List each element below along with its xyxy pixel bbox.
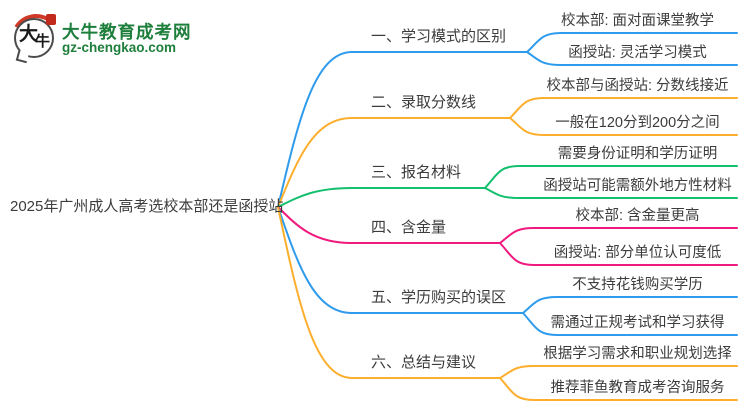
branch-5-fork-down (522, 312, 738, 336)
leaf-node-3-1: 需要身份证明和学历证明 (557, 146, 718, 162)
branch-2-trunk (277, 117, 511, 208)
logo-character-niu: 牛 (35, 33, 51, 50)
logo-icon: 大 牛 (5, 8, 67, 70)
leaf-node-5-1: 不支持花钱购买学历 (572, 277, 703, 293)
branch-node-6: 六、总结与建议 (371, 354, 477, 371)
leaf-node-1-2: 函授站: 灵活学习模式 (568, 45, 707, 61)
branch-2-fork-up (509, 97, 738, 119)
branch-node-5: 五、学历购买的误区 (371, 289, 507, 306)
branch-6-fork-down (499, 377, 738, 401)
branch-6-fork-up (499, 365, 738, 379)
logo-url: gz-chengkao.com (62, 40, 177, 55)
branch-5-trunk (277, 206, 524, 314)
branch-1-trunk (277, 51, 528, 208)
branch-3-trunk (277, 187, 486, 208)
leaf-node-1-1: 校本部: 面对面课堂教学 (560, 13, 715, 29)
leaf-node-3-2: 函授站可能需额外地方性材料 (543, 178, 732, 194)
branch-3-fork-up (484, 165, 738, 189)
branch-node-1: 一、学习模式的区别 (371, 28, 507, 45)
site-logo: 大 牛 大牛教育成考网 gz-chengkao.com (0, 0, 230, 70)
leaf-node-6-2: 推荐菲鱼教育成考咨询服务 (550, 380, 725, 396)
branch-6-trunk (277, 206, 501, 379)
branch-3-fork-down (484, 187, 738, 199)
root-node: 2025年广州成人高考选校本部还是函授站 (10, 198, 284, 215)
branch-4-fork-up (499, 227, 738, 244)
branch-1-fork-down (526, 51, 738, 66)
logo-seal-stamp (46, 14, 56, 25)
leaf-node-4-1: 校本部: 含金量更高 (575, 208, 700, 224)
branch-node-3: 三、报名材料 (371, 164, 462, 181)
branch-2-fork-down (509, 117, 738, 136)
leaf-node-6-1: 根据学习需求和职业规划选择 (543, 346, 732, 362)
leaf-node-2-1: 校本部与函授站: 分数线接近 (546, 78, 729, 94)
branch-5-fork-up (522, 296, 738, 314)
logo-title: 大牛教育成考网 (62, 22, 192, 42)
branch-node-4: 四、含金量 (371, 219, 447, 236)
branch-4-trunk (277, 206, 501, 244)
branch-node-2: 二、录取分数线 (371, 94, 477, 111)
branch-4-fork-down (499, 242, 738, 266)
leaf-node-4-2: 函授站: 部分单位认可度低 (553, 245, 722, 261)
leaf-node-2-2: 一般在120分到200分之间 (555, 115, 720, 131)
leaf-node-5-2: 需通过正规考试和学习获得 (550, 315, 725, 331)
branch-1-fork-up (526, 32, 738, 53)
logo-character-da: 大 (19, 24, 39, 45)
